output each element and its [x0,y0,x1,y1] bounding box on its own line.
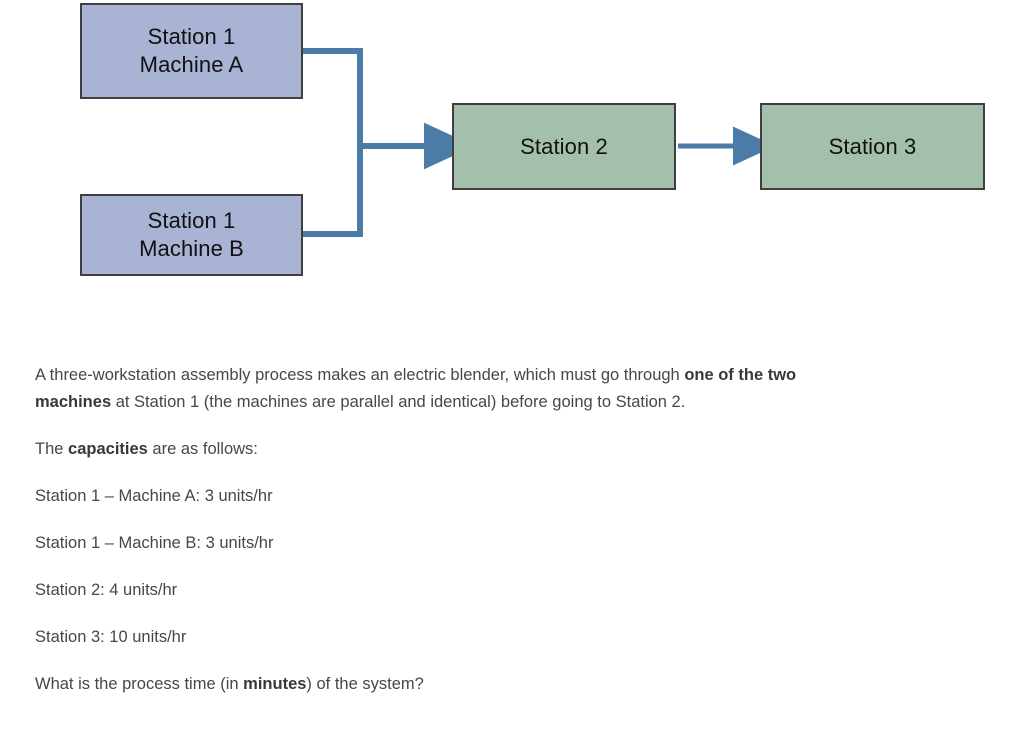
node-station-1-machine-a: Station 1 Machine A [80,3,303,99]
capacities-emphasis: capacities [68,440,148,458]
question-paragraph: What is the process time (in minutes) of… [35,671,835,698]
node-station-1-machine-b: Station 1 Machine B [80,194,303,276]
intro-paragraph: A three-workstation assembly process mak… [35,362,835,416]
diagram-connectors [303,48,775,237]
capacity-line: Station 2: 4 units/hr [35,581,178,599]
capacities-text-part-1: The [35,440,69,458]
question-text-part-2: ) of the system? [306,675,424,693]
node-station-2: Station 2 [452,103,676,190]
node-station-3: Station 3 [760,103,985,190]
capacity-line: Station 1 – Machine B: 3 units/hr [35,534,274,552]
capacity-line: Station 1 – Machine A: 3 units/hr [35,487,273,505]
node-label: Station 2 [520,133,608,159]
capacities-heading: The capacities are as follows: [35,436,835,463]
capacities-text-part-2: are as follows: [147,440,258,458]
node-label: Station 1 Machine B [139,208,244,261]
intro-text-part-2: at Station 1 (the machines are parallel … [111,393,686,411]
node-label: Station 3 [828,133,917,159]
process-flow-diagram: Station 1 Machine A Station 1 Machine B … [0,0,1024,300]
capacity-line: Station 3: 10 units/hr [35,628,187,646]
problem-statement: A three-workstation assembly process mak… [35,362,835,718]
question-emphasis: minutes [243,675,307,693]
node-label: Station 1 Machine A [139,24,244,77]
intro-emphasis: one of the two machines [35,366,797,411]
intro-text-part-1: A three-workstation assembly process mak… [35,366,685,384]
question-text-part-1: What is the process time (in [35,675,244,693]
